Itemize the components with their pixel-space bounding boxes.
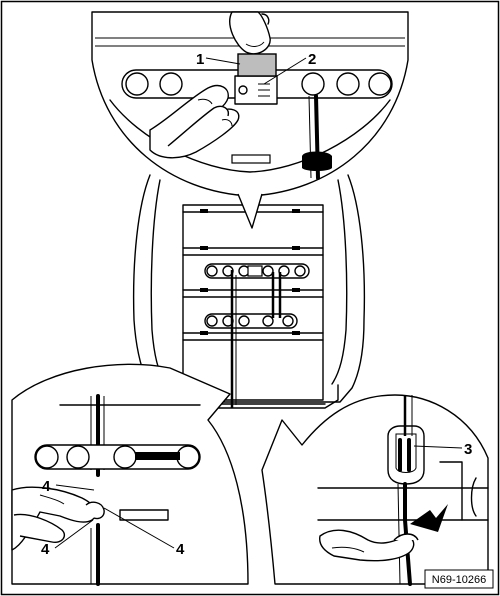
callout-4-upper: 4 (42, 478, 51, 495)
main-view-seat-backrest (132, 174, 366, 409)
reference-number-box: N69-10266 (424, 569, 494, 589)
callout-leaders (54, 57, 463, 549)
callout-2: 2 (308, 51, 316, 68)
callout-4-lower-right: 4 (176, 541, 185, 558)
callout-4-lower-left: 4 (41, 541, 50, 558)
callout-1: 1 (196, 51, 204, 68)
callout-3: 3 (464, 441, 472, 458)
detail-view-bottom-left (11, 363, 249, 586)
detail-view-bottom-right (261, 394, 489, 586)
detail-view-top (91, 11, 409, 229)
reference-number: N69-10266 (432, 574, 486, 586)
